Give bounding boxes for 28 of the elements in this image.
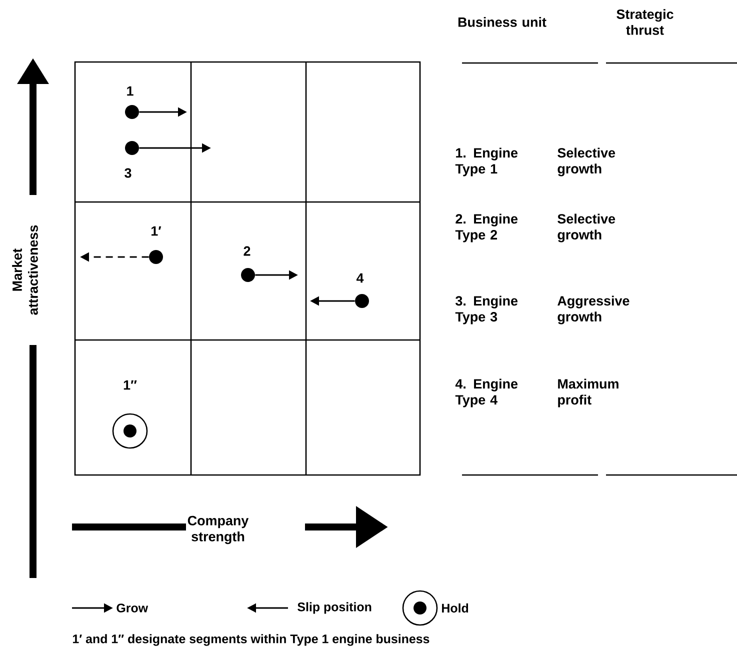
position-dot [355,294,369,308]
position-dot [125,141,139,155]
legend-label: Hold [442,603,468,613]
axis-label: Company strength [188,516,249,544]
table-cell: Maximum profit [558,378,618,408]
unit-number: 1″ [124,380,137,390]
position-dot [125,105,139,119]
table-cell: 2. Engine Type 2 [455,214,518,242]
unit-number: 1 [127,86,134,96]
legend-label: Grow [116,604,148,612]
table-cell: 1. Engine Type 1 [455,148,518,176]
table-cell: Aggressive growth [558,296,630,324]
column-header: Business unit [458,17,546,27]
column-header: Strategic thrust [616,9,674,35]
table-cell: Selective growth [558,148,616,176]
legend-label: Slip position [298,602,372,614]
axis-label: Market attractiveness [12,225,38,315]
table-cell: Selective growth [558,214,616,242]
caption: 1′ and 1″ designate segments within Type 1 engine business [73,634,430,646]
table-cell: 3. Engine Type 3 [455,296,518,324]
hold-symbol [112,413,148,449]
position-dot [149,250,163,264]
position-dot [241,268,255,282]
table-cell: 4. Engine Type 4 [455,378,518,408]
unit-number: 3 [124,168,132,178]
unit-number: 4 [356,273,364,283]
unit-number: 1′ [152,226,162,236]
unit-number: 2 [244,246,250,256]
